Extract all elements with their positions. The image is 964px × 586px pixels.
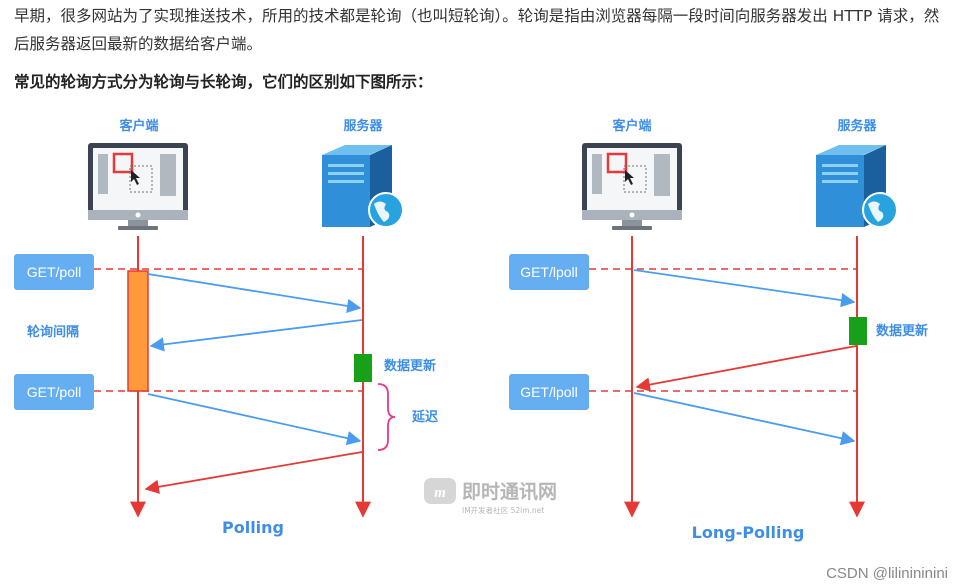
polling-vs-long-polling-diagram: 客户端 服务器 <box>14 118 928 542</box>
request-box-lp-1 <box>509 254 589 290</box>
client-label-lp: 客户端 <box>612 118 651 134</box>
response-arrow-lp-1 <box>635 345 857 392</box>
long-polling-panel: 客户端 服务器 GET/lpoll <box>509 118 928 542</box>
client-monitor-icon <box>88 143 188 230</box>
request-box-1 <box>14 254 94 290</box>
client-label: 客户端 <box>119 118 158 134</box>
polling-interval-bar <box>127 270 149 392</box>
watermark-subtext: IM开发者社区 52im.net <box>462 505 544 515</box>
request-box-lp-2 <box>509 374 589 410</box>
server-label: 服务器 <box>343 118 383 134</box>
request-box-2 <box>14 374 94 410</box>
delay-label: 延迟 <box>411 409 438 425</box>
request-label-1: GET/poll <box>27 264 81 280</box>
data-update-marker-lp <box>849 317 867 345</box>
request-arrow-1 <box>147 273 362 314</box>
svg-text:m: m <box>434 485 446 501</box>
client-monitor-icon <box>582 143 682 230</box>
request-arrow-lp-2 <box>633 392 856 446</box>
interval-label: 轮询间隔 <box>27 324 79 340</box>
request-label-lp-2: GET/lpoll <box>520 384 578 400</box>
data-update-marker <box>354 354 372 382</box>
request-label-2: GET/poll <box>27 384 81 400</box>
request-arrow-2 <box>147 393 362 446</box>
data-update-label: 数据更新 <box>384 358 436 374</box>
watermark-logo-text: 即时通讯网 <box>462 481 557 503</box>
csdn-credit: CSDN @lilinininini <box>826 565 948 582</box>
delay-brace <box>377 383 396 451</box>
request-arrow-lp-1 <box>633 269 856 308</box>
long-polling-caption: Long-Polling <box>692 523 805 542</box>
server-icon <box>816 145 898 228</box>
section-heading: 常见的轮询方式分为轮询与长轮询，它们的区别如下图所示： <box>14 73 433 91</box>
request-label-lp-1: GET/lpoll <box>520 264 578 280</box>
intro-paragraph: 早期，很多网站为了实现推送技术，所用的技术都是轮询（也叫短轮询）。轮询是指由浏览… <box>14 7 940 53</box>
response-arrow-2 <box>144 451 363 494</box>
server-icon <box>322 145 404 228</box>
watermark: m 即时通讯网 IM开发者社区 52im.net <box>424 478 557 515</box>
server-label-lp: 服务器 <box>837 118 877 134</box>
data-update-label-lp: 数据更新 <box>876 323 928 339</box>
response-arrow-1 <box>149 319 363 352</box>
polling-caption: Polling <box>222 518 284 537</box>
polling-panel: 客户端 服务器 <box>14 118 438 537</box>
watermark-logo-icon <box>424 478 456 504</box>
